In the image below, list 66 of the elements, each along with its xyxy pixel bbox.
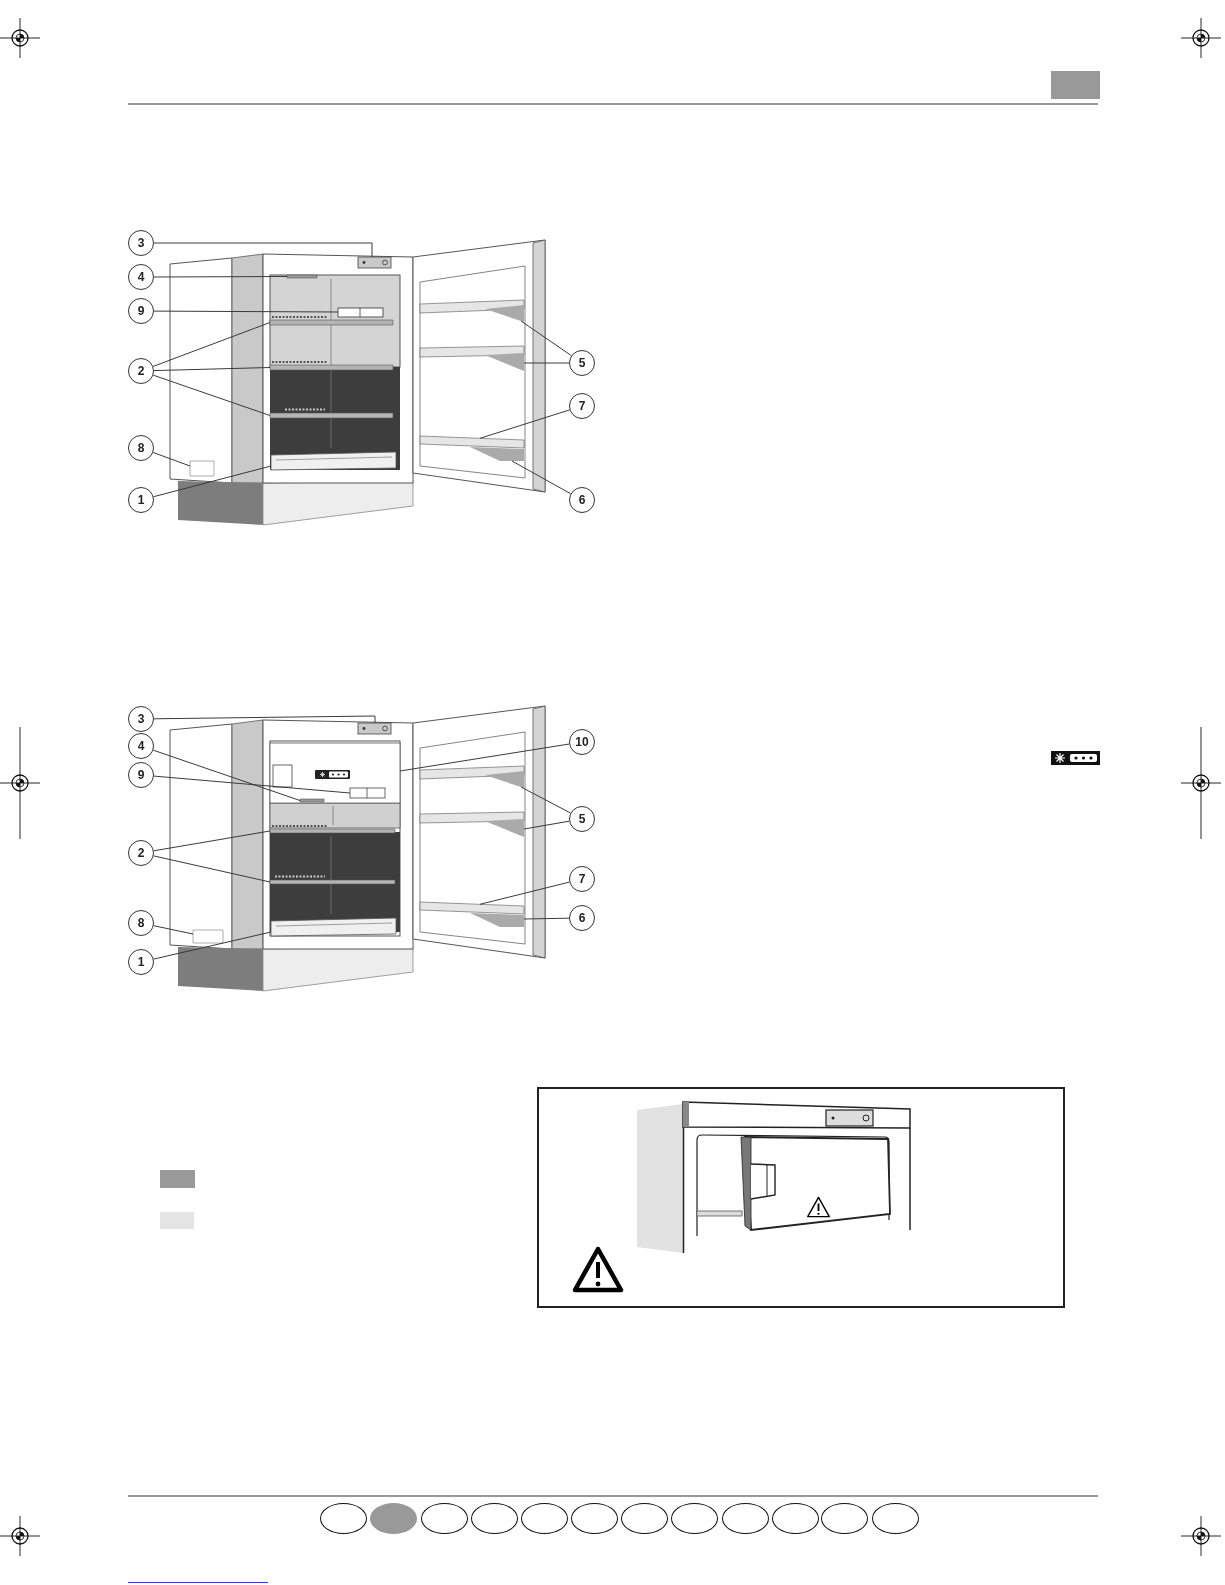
crisper-drawer: [270, 917, 397, 937]
glass-shelf: [269, 361, 394, 371]
callout-number: 4: [128, 733, 154, 759]
leader-line: [399, 743, 570, 772]
leader-line: [479, 409, 571, 439]
callout-number: 6: [569, 905, 595, 931]
leader-line: [153, 931, 272, 960]
door-shelf: [419, 345, 525, 371]
freezer-compartment: [269, 742, 401, 804]
lamp-cover: [286, 274, 318, 279]
shelf-tray: [337, 307, 384, 318]
leader-line: [152, 749, 301, 801]
callout-number: 7: [569, 866, 595, 892]
callout-number: 1: [128, 949, 154, 975]
callout-number: 10: [569, 729, 595, 755]
callout-number: 5: [569, 806, 595, 832]
leader-line: [153, 775, 351, 794]
glass-shelf: [269, 408, 394, 419]
callout-number: 8: [128, 435, 154, 461]
leader-line: [479, 881, 570, 905]
callout-number: 1: [128, 487, 154, 513]
leader-line: [153, 830, 271, 852]
callout-number: 2: [128, 358, 154, 384]
rating-plate: [192, 929, 224, 944]
leader-line: [153, 925, 194, 935]
leader-line: [153, 310, 339, 313]
leader-line: [152, 452, 191, 467]
callout-number: 6: [569, 487, 595, 513]
door-shelf: [419, 811, 525, 837]
door-bin: [470, 913, 524, 927]
bottle-retainer-bar: [419, 435, 525, 449]
leader-line: [153, 276, 288, 278]
leader-line: [152, 374, 271, 416]
callout-number: 5: [569, 350, 595, 376]
leader-line: [523, 820, 570, 830]
control-panel: [357, 722, 392, 735]
door-bin: [470, 447, 524, 461]
glass-shelf: [269, 875, 396, 885]
rating-plate: [189, 460, 215, 477]
leader-line: [153, 242, 373, 258]
callout-number: 3: [128, 706, 154, 732]
glass-shelf: [269, 825, 396, 834]
crisper-drawer: [270, 451, 397, 471]
leader-line: [153, 855, 271, 883]
callout-number: 2: [128, 840, 154, 866]
leader-line: [153, 367, 271, 372]
leader-line: [520, 786, 571, 814]
leader-line: [153, 715, 376, 724]
lamp-cover: [299, 798, 325, 803]
leader-line: [523, 917, 570, 920]
bottle-retainer-bar: [419, 901, 525, 915]
leader-line: [153, 465, 272, 498]
door-shelf: [419, 299, 525, 322]
leader-line: [520, 320, 572, 357]
glass-shelf: [269, 316, 394, 326]
callout-number: 3: [128, 230, 154, 256]
control-panel: [357, 256, 392, 269]
callout-number: 9: [128, 762, 154, 788]
freezer-tray: [349, 787, 386, 799]
leader-line: [523, 362, 570, 364]
leader-line: [152, 322, 271, 367]
door-shelf: [419, 765, 525, 788]
callout-number: 8: [128, 910, 154, 936]
callout-number: 7: [569, 393, 595, 419]
callout-number: 4: [128, 264, 154, 290]
callout-number: 9: [128, 298, 154, 324]
